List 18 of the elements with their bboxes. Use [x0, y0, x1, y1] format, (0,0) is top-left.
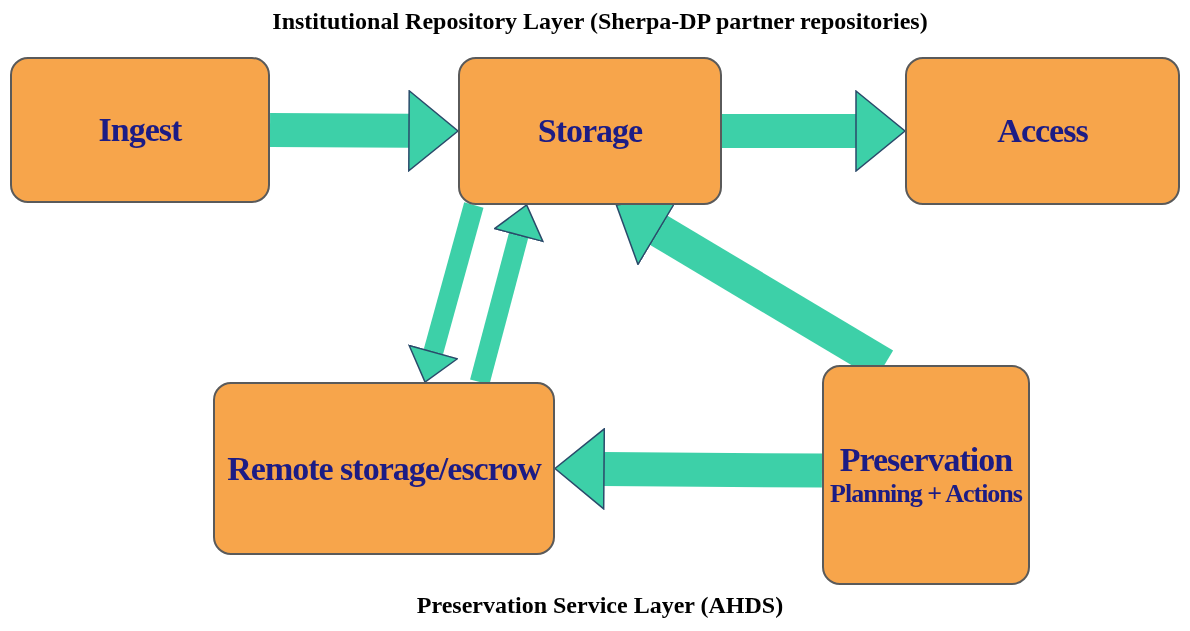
arrow: [269, 90, 459, 172]
process-box: [10, 57, 270, 203]
arrow: [554, 428, 823, 510]
node-subtitle: Planning + Actions: [830, 478, 1022, 509]
arrow: [408, 202, 484, 385]
process-box: [458, 57, 722, 205]
process-box: [905, 57, 1180, 205]
process-box: [822, 365, 1030, 585]
arrow: [470, 202, 544, 385]
node-title: Preservation: [839, 441, 1013, 479]
arrow: [722, 90, 906, 172]
node-title: Remote storage/escrow: [227, 449, 541, 488]
process-box: [213, 382, 555, 555]
node-title: Storage: [537, 112, 643, 150]
node-title: Ingest: [98, 111, 182, 149]
node-title: Access: [997, 112, 1088, 150]
layer-title: Institutional Repository Layer (Sherpa-DP partner repositories): [272, 8, 928, 35]
layer-title: Preservation Service Layer (AHDS): [416, 592, 784, 619]
